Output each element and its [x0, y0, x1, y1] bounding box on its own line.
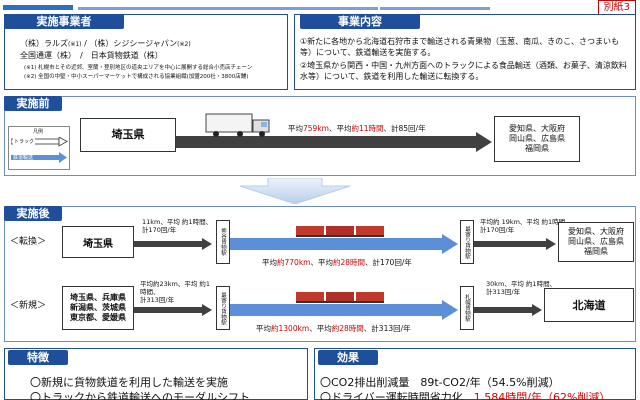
convert-rail-km: 約770km — [277, 258, 311, 267]
before-route-text: 平均759km、平均約11時間、計85回/年 — [288, 124, 426, 134]
before-origin-label: 埼玉県 — [111, 128, 145, 141]
convert-rail-pre: 平均 — [262, 258, 277, 267]
new-truck1-arrow — [134, 304, 212, 316]
convert-rail-post: 、計170回/年 — [365, 258, 412, 267]
before-truck-arrow — [176, 132, 492, 152]
features-header: 特徴 — [8, 350, 68, 365]
convert-rail-text: 平均約770km、平均約28時間、計170回/年 — [262, 258, 412, 268]
convert-station2-label: 最寄り貨物駅 — [464, 225, 470, 259]
annex-label: 別紙3 — [597, 0, 636, 15]
new-station1-box: 最寄り貨物駅 — [216, 286, 230, 330]
convert-station2-box: 最寄り貨物駅 — [460, 220, 474, 264]
operator-note-ref2: (※2) — [177, 41, 191, 48]
new-station1-label: 最寄り貨物駅 — [220, 291, 226, 325]
effects-line2-label: 〇ドライバー運転時間省力化 — [320, 391, 474, 400]
convert-truck1-arrow — [134, 238, 212, 250]
new-rail-hr: 約28時間 — [331, 324, 364, 333]
before-dest-box: 愛知県、大阪府 岡山県、広島県 福岡県 — [494, 116, 580, 162]
new-rail-text: 平均約1300km、平均約28時間、計313回/年 — [256, 324, 411, 334]
new-truck1-text: 平均約23km、平均 約1 時間、 計313回/年 — [140, 280, 211, 304]
convert-truck2-text: 平均約 19km、平均 約1時間、 計170回/年 — [480, 218, 572, 234]
convert-train-icon — [296, 226, 384, 237]
effects-line2: 〇ドライバー運転時間省力化 1,584時間/年（62%削減） — [320, 389, 610, 400]
convert-station1-label: 熊谷貨物駅 — [220, 228, 226, 256]
new-station2-label: 札幌貨物駅 — [464, 294, 470, 322]
convert-origin-label: 埼玉県 — [83, 238, 113, 250]
before-route-mid: 、平均 — [328, 124, 352, 133]
convert-rail-mid: 、平均 — [310, 258, 333, 267]
project-header: 事業内容 — [300, 14, 420, 29]
new-rail-km: 約1300km — [271, 324, 310, 333]
before-header: 実施前 — [4, 96, 62, 111]
new-train-icon — [296, 292, 384, 303]
new-dest-label: 北海道 — [572, 299, 606, 312]
convert-truck1-text: 11km、平均 約1時間、 計170回/年 — [142, 218, 213, 234]
convert-dest-box: 愛知県、大阪府 岡山県、広島県 福岡県 — [558, 222, 634, 262]
truck-icon — [205, 113, 270, 137]
project-item1: ①新たに各地から北海道石狩市まで輸送される青果物（玉葱、南瓜、きのこ、さつまいも… — [300, 37, 620, 57]
before-route-post: 、計85回/年 — [383, 124, 426, 133]
operators-line2: 全国通運（株） / 日本貨物鉄道（株） — [20, 51, 163, 60]
project-item2: ②埼玉県から関西・中国・九州方面へのトラックによる食品輸送（酒類、お菓子、清涼飲… — [300, 61, 627, 81]
before-route-km: 759km — [303, 124, 329, 133]
before-route-pre: 平均 — [288, 124, 303, 133]
features-line1: 〇新規に貨物鉄道を利用した輸送を実施 — [30, 376, 228, 389]
new-truck2-arrow — [474, 304, 542, 316]
legend-box: 凡例 トラック 鉄道輸送 — [8, 126, 70, 170]
new-rail-arrow — [230, 300, 458, 320]
legend-rail-arrow — [11, 152, 67, 163]
title-strip — [0, 0, 640, 10]
operator-note-ref1: (※1) — [68, 41, 82, 48]
operator-ralz: （株）ラルズ — [20, 39, 68, 48]
operators-header: 実施事業者 — [4, 14, 124, 29]
effects-line2-value: 1,584時間/年（62%削減） — [473, 391, 611, 400]
new-label: ＜新規＞ — [10, 301, 47, 311]
legend-truck-label: トラック — [13, 138, 36, 146]
before-dest-label: 愛知県、大阪府 岡山県、広島県 福岡県 — [509, 124, 565, 153]
legend-title: 凡例 — [33, 129, 44, 135]
operators-line1: （株）ラルズ(※1) / （株）シジシージャパン(※2) — [20, 38, 191, 49]
new-station2-box: 札幌貨物駅 — [460, 286, 474, 330]
title-cutoff-graphic — [3, 5, 490, 10]
convert-truck2-arrow — [474, 238, 556, 250]
convert-origin-box: 埼玉県 — [62, 226, 134, 258]
operator-cgc: / （株）シジシージャパン — [84, 39, 178, 48]
after-header: 実施後 — [4, 206, 62, 221]
new-rail-pre: 平均 — [256, 324, 271, 333]
effects-line1: 〇CO2排出削減量 89t-CO2/年（54.5%削減） — [320, 376, 560, 389]
features-line2: 〇トラックから鉄道輸送へのモーダルシフト — [30, 391, 250, 400]
transition-arrow — [239, 178, 351, 204]
convert-label: ＜転換＞ — [10, 237, 47, 247]
new-origin-label: 埼玉県、兵庫県 新潟県、茨城県 東京都、愛媛県 — [70, 293, 126, 322]
convert-dest-label: 愛知県、大阪府 岡山県、広島県 福岡県 — [568, 227, 624, 256]
new-rail-post: 、計313回/年 — [363, 324, 411, 333]
new-truck2-text: 30km、平均 約1時間、 計313回/年 — [486, 280, 557, 296]
operators-note1: (※1) 札幌市とその近郊、室蘭・登別地区の道央エリアを中心に展開する総合小売店… — [24, 65, 253, 71]
before-route-hr: 約11時間 — [351, 124, 384, 133]
new-rail-mid: 、平均 — [309, 324, 332, 333]
legend-rail-label: 鉄道輸送 — [13, 155, 34, 161]
convert-station1-box: 熊谷貨物駅 — [216, 220, 230, 264]
new-origin-box: 埼玉県、兵庫県 新潟県、茨城県 東京都、愛媛県 — [62, 286, 134, 330]
convert-rail-hr: 約28時間 — [332, 258, 366, 267]
convert-rail-arrow — [230, 234, 458, 254]
effects-header: 効果 — [318, 350, 378, 365]
before-origin-box: 埼玉県 — [80, 118, 176, 152]
operators-note2: (※2) 全国の中堅・中小スーパーマーケットで構成される協業組織(加盟200社・… — [24, 74, 249, 80]
new-dest-box: 北海道 — [544, 288, 634, 322]
